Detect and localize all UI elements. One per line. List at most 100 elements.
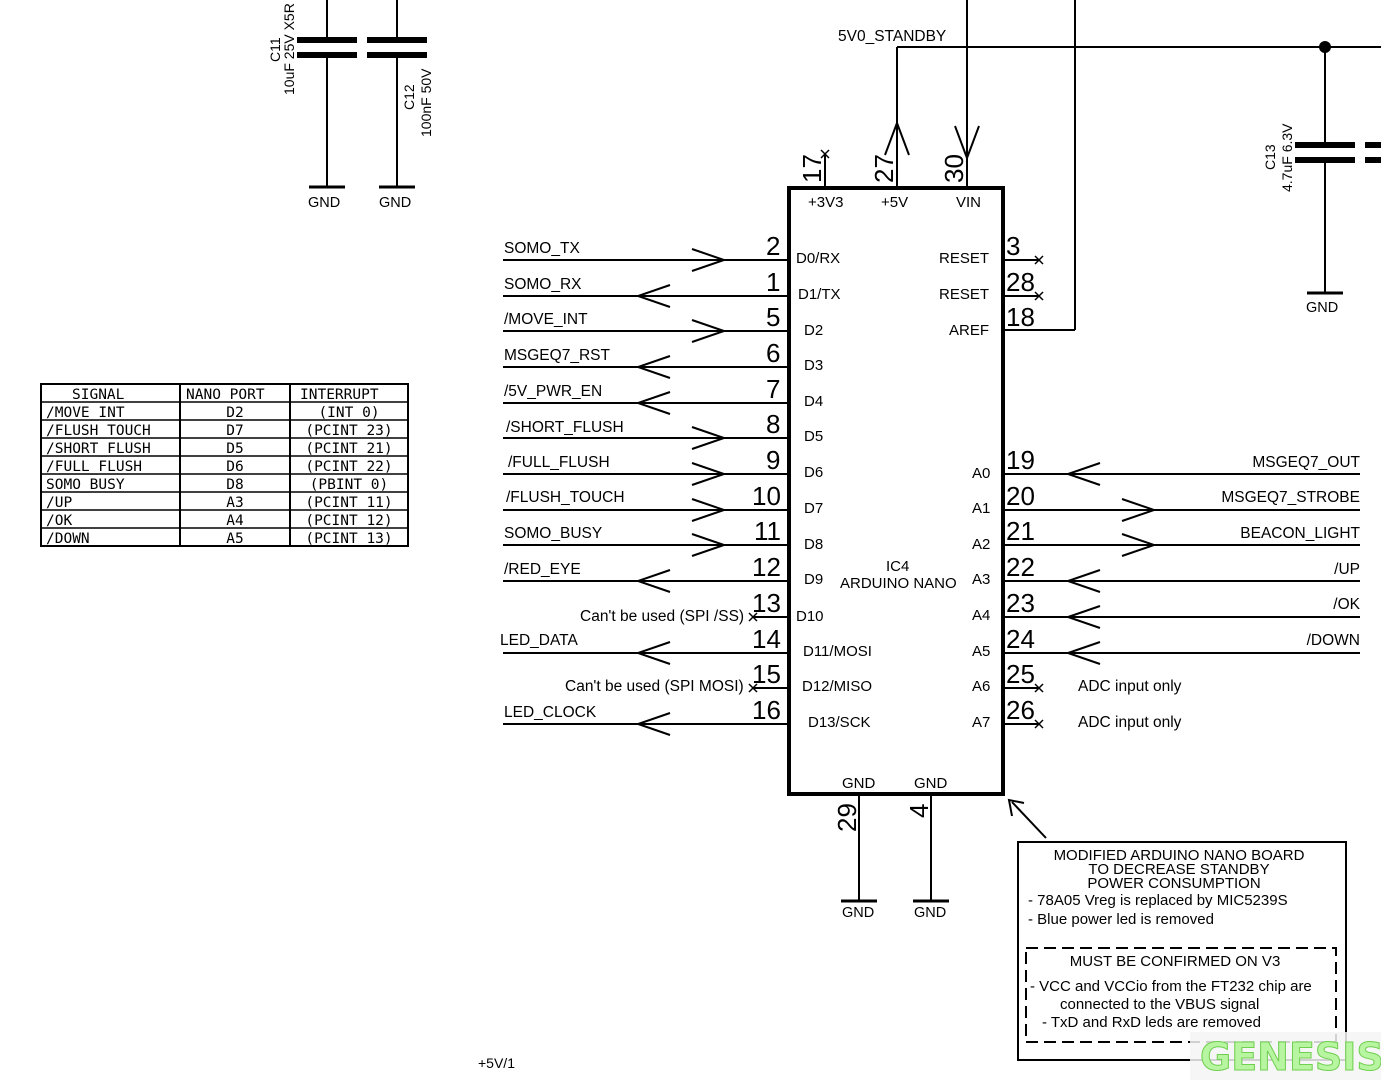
pin-name: A6 (972, 678, 990, 695)
pin-num: 21 (1006, 516, 1035, 546)
net-5v0-standby: 5V0_STANDBY (838, 28, 946, 45)
c13-value: 4.7uF 6.3V (1279, 123, 1295, 192)
pin-30-num: 30 (939, 154, 969, 183)
pin-name: RESET (939, 286, 989, 303)
net-label: SOMO_TX (504, 240, 580, 257)
pin-num: 24 (1006, 624, 1035, 654)
pin-num: 9 (766, 445, 780, 475)
gnd-c13: GND (1306, 300, 1338, 316)
net-label: SOMO_BUSY (504, 525, 602, 542)
table-cell: D8 (226, 477, 243, 493)
net-label: /OK (1333, 596, 1360, 613)
pin-num: 25 (1006, 659, 1035, 689)
c11-value: 10uF 25V X5R (281, 3, 297, 95)
pin-name: D13/SCK (808, 714, 871, 731)
pin-num: 3 (1006, 231, 1020, 261)
left-pins: 2 D0/RX SOMO_TX 1 D1/TX SOMO_RX 5 D2 /MO… (500, 231, 872, 731)
net-label: MSGEQ7_STROBE (1221, 489, 1360, 506)
pin-num: 28 (1006, 267, 1035, 297)
note-item: - Blue power led is removed (1028, 911, 1214, 928)
pin-num: 6 (766, 338, 780, 368)
pin-num: 10 (752, 481, 781, 511)
c11-ref: C11 (267, 37, 283, 62)
pin-num: 19 (1006, 445, 1035, 475)
pin-name: D9 (804, 571, 823, 588)
table-header: NANO PORT (186, 387, 265, 403)
table-cell: /UP (46, 495, 72, 511)
note-box (1017, 841, 1347, 1061)
table-cell: D5 (226, 441, 243, 457)
pin-num: 16 (752, 695, 781, 725)
pin-gnd-a-name: GND (842, 775, 876, 792)
note: MODIFIED ARDUINO NANO BOARD TO DECREASE … (1028, 847, 1312, 1031)
pin-num: 23 (1006, 588, 1035, 618)
pin-5v-name: +5V (881, 194, 908, 211)
note-title: POWER CONSUMPTION (1087, 875, 1260, 892)
net-label: /5V_PWR_EN (504, 383, 602, 400)
net-5v-1: +5V/1 (478, 1055, 515, 1071)
table-header: SIGNAL (72, 387, 125, 403)
net-label: /DOWN (1307, 632, 1360, 649)
table-cell: (PCINT 12) (305, 513, 392, 529)
pin-name: D4 (804, 393, 823, 410)
pin-num: 20 (1006, 481, 1035, 511)
net-label: /SHORT_FLUSH (506, 419, 624, 436)
gnd-pin4: GND (914, 905, 946, 921)
table-cell: /SHORT_FLUSH (46, 441, 151, 457)
pin-name: D1/TX (798, 286, 841, 303)
table-cell: (PCINT 13) (305, 531, 392, 547)
note-item: - 78A05 Vreg is replaced by MIC5239S (1028, 892, 1288, 909)
confirm-line: - TxD and RxD leds are removed (1042, 1014, 1261, 1031)
net-label: BEACON_LIGHT (1240, 525, 1360, 542)
watermark-background (1190, 1032, 1381, 1080)
pin-name: A5 (972, 643, 990, 660)
gnd-pin29: GND (842, 905, 874, 921)
pin-num: 1 (766, 267, 780, 297)
pin-name: D11/MOSI (803, 643, 872, 660)
net-label: /FULL_FLUSH (508, 454, 610, 471)
c12-value: 100nF 50V (418, 68, 434, 137)
confirm-box (1025, 947, 1337, 1043)
net-label: LED_DATA (500, 632, 578, 649)
table-cell: A4 (226, 513, 244, 529)
net-label: LED_CLOCK (504, 704, 597, 721)
net-label: ADC input only (1078, 714, 1182, 731)
table-cell: D7 (226, 423, 243, 439)
gnd-c12: GND (379, 195, 411, 211)
chip-name: ARDUINO NANO (840, 575, 957, 592)
pin-num: 26 (1006, 695, 1035, 725)
net-label: MSGEQ7_OUT (1252, 454, 1360, 471)
table-cell: /OK (46, 513, 72, 529)
confirm-line: connected to the VBUS signal (1060, 996, 1259, 1013)
net-label: MSGEQ7_RST (504, 347, 610, 364)
note-title: TO DECREASE STANDBY (1088, 861, 1269, 878)
table-cell: (INT 0) (318, 405, 379, 421)
table-cell: (PCINT 23) (305, 423, 392, 439)
pin-num: 13 (752, 588, 781, 618)
table-cell: /FLUSH_TOUCH (46, 423, 151, 439)
confirm-title: MUST BE CONFIRMED ON V3 (1070, 953, 1281, 970)
c13-ref: C13 (1262, 144, 1278, 170)
net-label: /UP (1334, 561, 1360, 578)
table-cell: /MOVE_INT (46, 405, 125, 421)
chip-ref: IC4 (886, 558, 909, 575)
table-header: INTERRUPT (300, 387, 379, 403)
table-cell: SOMO_BUSY (46, 477, 125, 493)
pin-name: A4 (972, 607, 990, 624)
table-cell: D2 (226, 405, 243, 421)
table-cell: /FULL_FLUSH (46, 459, 142, 475)
pin-4-num: 4 (904, 804, 934, 818)
table-cell: /DOWN (46, 531, 90, 547)
pin-name: D12/MISO (802, 678, 872, 695)
pin-num: 15 (752, 659, 781, 689)
right-pins: 3 RESET 28 RESET 18 AREF 19 A0 MSGEQ7_OU… (939, 231, 1361, 731)
pin-name: A3 (972, 571, 990, 588)
pin-num: 14 (752, 624, 781, 654)
table-cell: (PBINT 0) (310, 477, 389, 493)
confirm-line: - VCC and VCCio from the FT232 chip are (1030, 978, 1312, 995)
pin-name: D8 (804, 536, 823, 553)
watermark-logo: GENESIS (1200, 1035, 1381, 1079)
table-cell: D6 (226, 459, 243, 475)
pin-num: 22 (1006, 552, 1035, 582)
arduino-nano-body (787, 186, 1005, 796)
